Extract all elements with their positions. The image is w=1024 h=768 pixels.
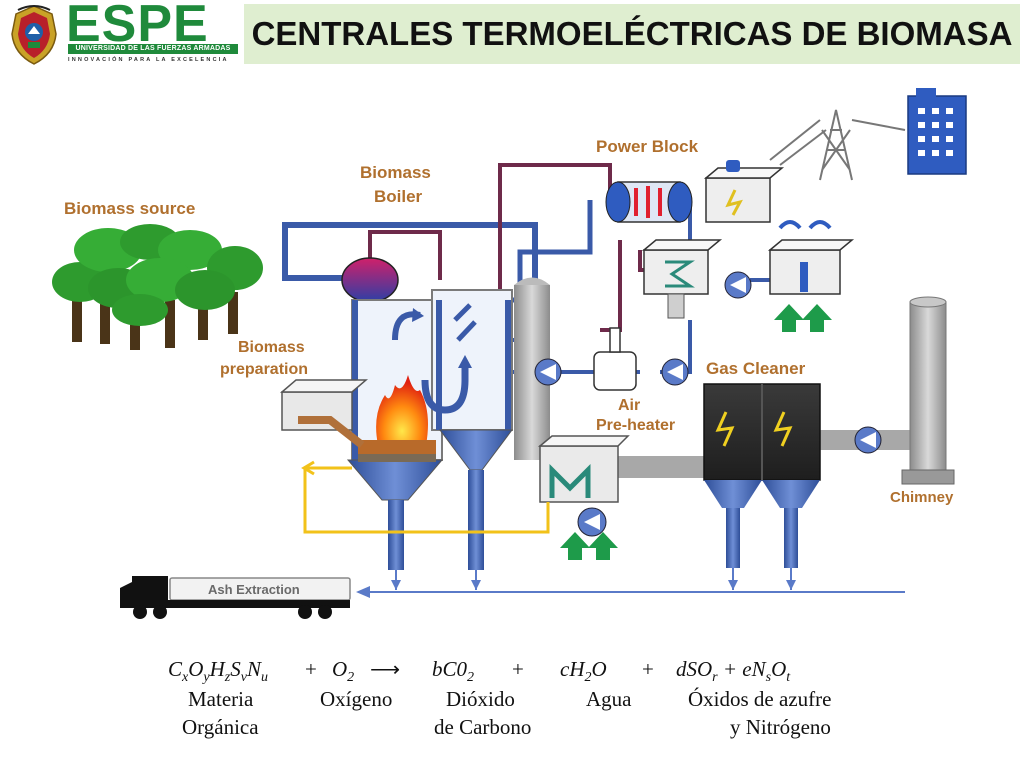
reaction-arrow: ⟶ <box>370 657 400 681</box>
brand-wordmark: ESPE <box>66 0 209 53</box>
chimney <box>901 296 955 485</box>
label-biomass-boiler-line2: Boiler <box>374 187 423 206</box>
label-air-preheater-line2: Pre-heater <box>596 417 675 434</box>
boiler <box>346 289 513 570</box>
biomass-source-trees <box>52 224 263 350</box>
biomass-plant-diagram: Biomass source Biomass Boiler Power Bloc… <box>52 88 967 619</box>
header: ESPE UNIVERSIDAD DE LAS FUERZAS ARMADAS … <box>0 0 1024 70</box>
svg-text:O2: O2 <box>332 657 354 685</box>
economizer <box>537 435 630 503</box>
city-building <box>907 88 967 175</box>
caption-de-carbono: de Carbono <box>434 715 531 739</box>
university-crest-logo <box>11 5 57 65</box>
pump-icons <box>534 271 882 537</box>
air-intake-arrows <box>560 304 832 560</box>
air-preheater <box>593 327 637 391</box>
equation-line: CxOyHzSvNu + O2 ⟶ bC02 + cH2O + dSOr + e… <box>168 657 791 685</box>
transmission-tower <box>769 109 906 181</box>
plus-2: + <box>512 657 524 681</box>
svg-text:cH2O: cH2O <box>560 657 607 685</box>
biomass-preparation-unit <box>279 379 369 449</box>
ash-recirculation-line <box>301 460 550 534</box>
title-banner: CENTRALES TERMOELÉCTRICAS DE BIOMASA <box>244 4 1020 64</box>
label-air-preheater-line1: Air <box>618 397 640 414</box>
label-gas-cleaner: Gas Cleaner <box>706 359 806 378</box>
caption-organica: Orgánica <box>182 715 259 739</box>
caption-oxidos-azufre: Óxidos de azufre <box>688 687 831 711</box>
label-ash-extraction: Ash Extraction <box>208 582 300 597</box>
tagline: INNOVACIÓN PARA LA EXCELENCIA <box>68 57 229 63</box>
svg-text:dSOr + eNsOt: dSOr + eNsOt <box>676 657 791 685</box>
plus-3: + <box>642 657 654 681</box>
label-power-block: Power Block <box>596 137 699 156</box>
ash-truck <box>120 576 351 619</box>
ash-extraction-line <box>356 568 905 598</box>
plus-1: + <box>305 657 317 681</box>
caption-dioxido: Dióxido <box>446 687 515 711</box>
label-biomass-preparation-line1: Biomass <box>238 339 305 356</box>
label-biomass-preparation-line2: preparation <box>220 361 308 378</box>
label-chimney: Chimney <box>890 489 954 506</box>
power-block <box>605 160 855 319</box>
university-name: UNIVERSIDAD DE LAS FUERZAS ARMADAS <box>68 44 238 54</box>
svg-text:bC02: bC02 <box>432 657 474 685</box>
svg-text:CxOyHzSvNu: CxOyHzSvNu <box>168 657 268 685</box>
caption-agua: Agua <box>586 687 632 711</box>
boiler-drum <box>341 257 399 303</box>
caption-oxigeno: Oxígeno <box>320 687 392 711</box>
furnace-flame <box>358 375 436 462</box>
label-biomass-boiler-line1: Biomass <box>360 163 431 182</box>
page-title: CENTRALES TERMOELÉCTRICAS DE BIOMASA <box>251 15 1013 52</box>
caption-y-nitrogeno: y Nitrógeno <box>730 715 831 739</box>
combustion-equation: CxOyHzSvNu + O2 ⟶ bC02 + cH2O + dSOr + e… <box>168 657 831 739</box>
caption-materia: Materia <box>188 687 254 711</box>
label-biomass-source: Biomass source <box>64 199 195 218</box>
gas-cleaner <box>703 383 821 568</box>
